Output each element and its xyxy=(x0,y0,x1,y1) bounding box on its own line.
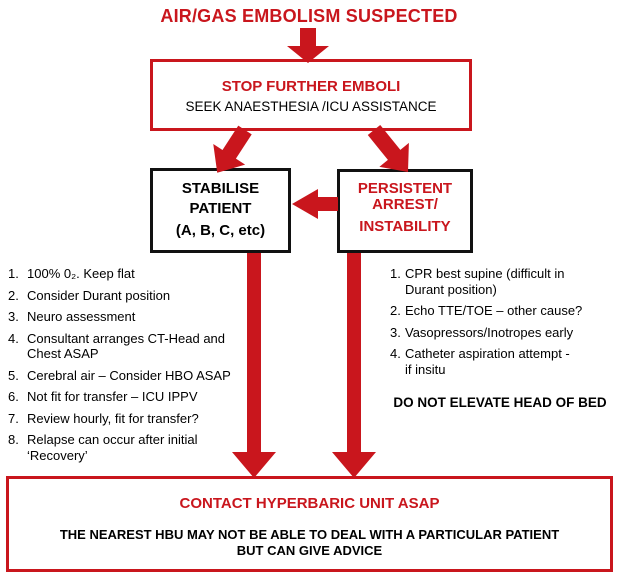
list-item-text: Review hourly, fit for transfer? xyxy=(27,410,199,426)
list-item-number: 5. xyxy=(8,367,19,383)
list-item: 4. Catheter aspiration attempt - if insi… xyxy=(390,346,618,377)
arrest-box-line3: INSTABILITY xyxy=(359,218,451,235)
list-item: 3. Vasopressors/Inotropes early xyxy=(390,325,618,341)
list-item-text: Consider Durant position xyxy=(27,287,171,303)
contact-box-heading: CONTACT HYPERBARIC UNIT ASAP xyxy=(179,495,440,512)
arrow-arrest-to-stabilise-icon xyxy=(292,189,338,219)
list-item: 4. Consultant arranges CT-Head and Chest… xyxy=(8,331,246,362)
arrest-actions-list: 1. CPR best supine (difficult in Durant … xyxy=(390,266,618,383)
list-item-number: 3. xyxy=(390,324,401,340)
do-not-elevate-warning: DO NOT ELEVATE HEAD OF BED xyxy=(393,395,607,410)
list-item-number: 1. xyxy=(390,266,401,281)
stabilise-actions-list: 1. 100% 0₂. Keep flat 2. Consider Durant… xyxy=(8,266,246,469)
stabilise-box-line1: STABILISE xyxy=(181,180,260,197)
list-item-text: Catheter aspiration attempt - if insitu xyxy=(405,346,570,377)
list-item-text: CPR best supine (difficult in Durant pos… xyxy=(405,266,565,297)
list-item-text: Consultant arranges CT-Head and Chest AS… xyxy=(27,330,226,362)
list-item-number: 4. xyxy=(390,346,401,361)
list-item-number: 8. xyxy=(8,432,19,447)
list-item: 7. Review hourly, fit for transfer? xyxy=(8,411,246,427)
list-item: 1. 100% 0₂. Keep flat xyxy=(8,266,246,282)
list-item: 5. Cerebral air – Consider HBO ASAP xyxy=(8,368,246,384)
list-item-number: 4. xyxy=(8,330,19,346)
stabilise-patient-box: STABILISE PATIENT (A, B, C, etc) xyxy=(150,168,291,253)
list-item-number: 2. xyxy=(390,303,401,318)
list-item: 3. Neuro assessment xyxy=(8,309,246,325)
arrest-box-line2: ARREST/ xyxy=(372,196,438,213)
list-item-number: 1. xyxy=(8,266,19,281)
list-item-number: 6. xyxy=(8,389,19,404)
list-item-text: Not fit for transfer – ICU IPPV xyxy=(27,389,198,404)
list-item-text: Vasopressors/Inotropes early xyxy=(405,324,574,340)
list-item-text: Relapse can occur after initial ‘Recover… xyxy=(27,432,198,463)
list-item: 2. Echo TTE/TOE – other cause? xyxy=(390,303,618,319)
list-item: 8. Relapse can occur after initial ‘Reco… xyxy=(8,432,246,463)
list-item-text: Neuro assessment xyxy=(27,309,136,324)
list-item: 2. Consider Durant position xyxy=(8,288,246,304)
contact-hyperbaric-box: CONTACT HYPERBARIC UNIT ASAP THE NEAREST… xyxy=(6,476,613,572)
list-item-number: 2. xyxy=(8,287,19,303)
arrow-title-to-stop-icon xyxy=(287,28,329,63)
stop-box-heading: STOP FURTHER EMBOLI xyxy=(221,78,401,95)
list-item: 1. CPR best supine (difficult in Durant … xyxy=(390,266,618,297)
list-item-number: 7. xyxy=(8,410,19,426)
list-item-number: 3. xyxy=(8,309,19,324)
persistent-arrest-box: PERSISTENT ARREST/ INSTABILITY xyxy=(337,169,473,253)
list-item-text: Cerebral air – Consider HBO ASAP xyxy=(27,367,231,383)
list-item: 6. Not fit for transfer – ICU IPPV xyxy=(8,389,246,405)
stop-further-emboli-box: STOP FURTHER EMBOLI SEEK ANAESTHESIA /IC… xyxy=(150,59,472,131)
arrest-box-line1: PERSISTENT xyxy=(357,180,453,197)
page-title: AIR/GAS EMBOLISM SUSPECTED xyxy=(160,6,458,26)
list-item-text: 100% 0₂. Keep flat xyxy=(27,266,135,281)
stabilise-box-line2: PATIENT xyxy=(189,200,252,217)
arrow-arrest-to-contact-icon xyxy=(332,253,376,478)
stabilise-box-line3: (A, B, C, etc) xyxy=(175,222,266,239)
stop-box-subtext: SEEK ANAESTHESIA /ICU ASSISTANCE xyxy=(185,99,437,114)
contact-box-body: THE NEAREST HBU MAY NOT BE ABLE TO DEAL … xyxy=(59,527,560,558)
list-item-text: Echo TTE/TOE – other cause? xyxy=(405,303,583,318)
